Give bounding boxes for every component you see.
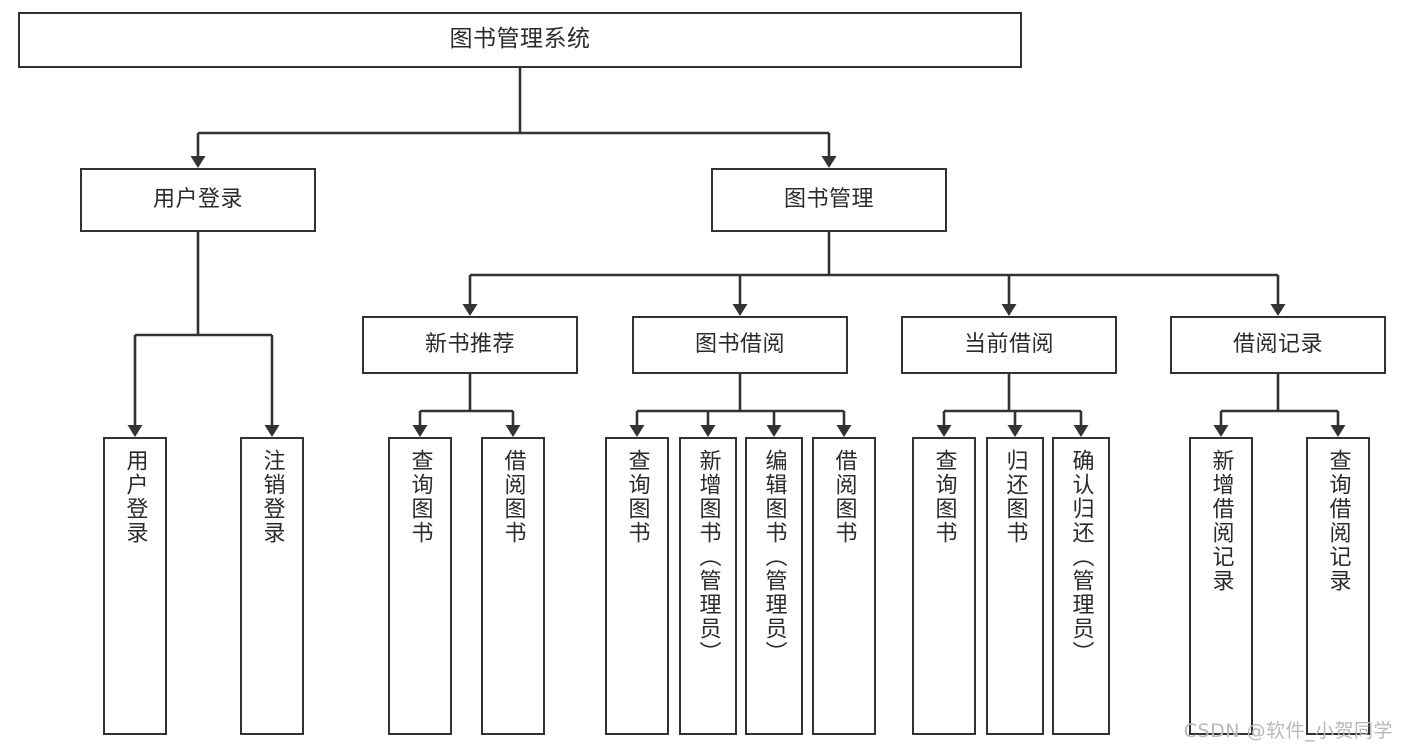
node-leaf-query-book-borrow[interactable]: 查询图书 bbox=[605, 437, 669, 735]
arrowhead-icon bbox=[412, 425, 428, 437]
node-leaf-user-logout[interactable]: 注销登录 bbox=[240, 437, 304, 735]
watermark: CSDN @软件_小贺同学 bbox=[1183, 720, 1393, 742]
node-leaf-query-borrow-record[interactable]: 查询借阅记录 bbox=[1306, 437, 1370, 735]
node-leaf-edit-book-admin-label: 编辑图书（管理员） bbox=[761, 449, 787, 665]
node-leaf-confirm-return-admin-label: 确认归还（管理员） bbox=[1068, 449, 1094, 665]
arrowhead-icon bbox=[127, 425, 143, 437]
node-leaf-add-book-admin-label: 新增图书（管理员） bbox=[695, 449, 721, 665]
node-leaf-borrow-book-rec-label: 借阅图书 bbox=[500, 449, 526, 545]
node-leaf-user-login[interactable]: 用户登录 bbox=[103, 437, 167, 735]
arrowhead-icon bbox=[264, 425, 280, 437]
node-leaf-user-login-label: 用户登录 bbox=[122, 449, 148, 545]
node-leaf-borrow-book-rec[interactable]: 借阅图书 bbox=[481, 437, 545, 735]
node-book-borrow-label: 图书借阅 bbox=[694, 332, 785, 358]
arrowhead-icon bbox=[821, 156, 837, 168]
node-leaf-return-book[interactable]: 归还图书 bbox=[986, 437, 1044, 735]
connector-paths bbox=[127, 68, 1346, 437]
arrowhead-icon bbox=[1001, 304, 1017, 316]
node-borrow-record[interactable]: 借阅记录 bbox=[1170, 316, 1386, 374]
node-leaf-borrow-book-label: 借阅图书 bbox=[831, 449, 857, 545]
node-borrow-record-label: 借阅记录 bbox=[1232, 332, 1323, 358]
arrowhead-icon bbox=[1330, 425, 1346, 437]
node-book-manage[interactable]: 图书管理 bbox=[711, 168, 947, 232]
node-leaf-query-book-rec[interactable]: 查询图书 bbox=[388, 437, 452, 735]
node-leaf-query-book-borrow-label: 查询图书 bbox=[624, 449, 650, 545]
node-leaf-confirm-return-admin[interactable]: 确认归还（管理员） bbox=[1052, 437, 1110, 735]
node-new-book-recommend[interactable]: 新书推荐 bbox=[362, 316, 578, 374]
arrowhead-icon bbox=[1007, 425, 1023, 437]
arrowhead-icon bbox=[1073, 425, 1089, 437]
node-leaf-query-borrow-record-label: 查询借阅记录 bbox=[1325, 449, 1351, 593]
arrowhead-icon bbox=[629, 425, 645, 437]
node-leaf-add-book-admin[interactable]: 新增图书（管理员） bbox=[679, 437, 737, 735]
node-root-system[interactable]: 图书管理系统 bbox=[18, 12, 1022, 68]
arrowhead-icon bbox=[836, 425, 852, 437]
node-new-book-recommend-label: 新书推荐 bbox=[424, 332, 515, 358]
node-leaf-add-borrow-record-label: 新增借阅记录 bbox=[1208, 449, 1234, 593]
arrowhead-icon bbox=[1213, 425, 1229, 437]
node-book-borrow[interactable]: 图书借阅 bbox=[632, 316, 848, 374]
node-leaf-borrow-book[interactable]: 借阅图书 bbox=[812, 437, 876, 735]
node-user-login[interactable]: 用户登录 bbox=[80, 168, 316, 232]
node-leaf-add-borrow-record[interactable]: 新增借阅记录 bbox=[1189, 437, 1253, 735]
node-leaf-edit-book-admin[interactable]: 编辑图书（管理员） bbox=[745, 437, 803, 735]
arrowhead-icon bbox=[505, 425, 521, 437]
node-leaf-query-book-cur[interactable]: 查询图书 bbox=[912, 437, 976, 735]
arrowhead-icon bbox=[700, 425, 716, 437]
node-leaf-return-book-label: 归还图书 bbox=[1002, 449, 1028, 545]
node-leaf-query-book-cur-label: 查询图书 bbox=[931, 449, 957, 545]
arrowhead-icon bbox=[732, 304, 748, 316]
node-user-login-label: 用户登录 bbox=[152, 187, 243, 213]
arrowhead-icon bbox=[1270, 304, 1286, 316]
arrowhead-icon bbox=[766, 425, 782, 437]
node-root-system-label: 图书管理系统 bbox=[449, 26, 591, 53]
node-current-borrow[interactable]: 当前借阅 bbox=[901, 316, 1117, 374]
node-leaf-user-logout-label: 注销登录 bbox=[259, 449, 285, 545]
node-current-borrow-label: 当前借阅 bbox=[963, 332, 1054, 358]
arrowhead-icon bbox=[190, 156, 206, 168]
arrowhead-icon bbox=[936, 425, 952, 437]
node-leaf-query-book-rec-label: 查询图书 bbox=[407, 449, 433, 545]
arrowhead-icon bbox=[462, 304, 478, 316]
node-book-manage-label: 图书管理 bbox=[783, 187, 874, 213]
